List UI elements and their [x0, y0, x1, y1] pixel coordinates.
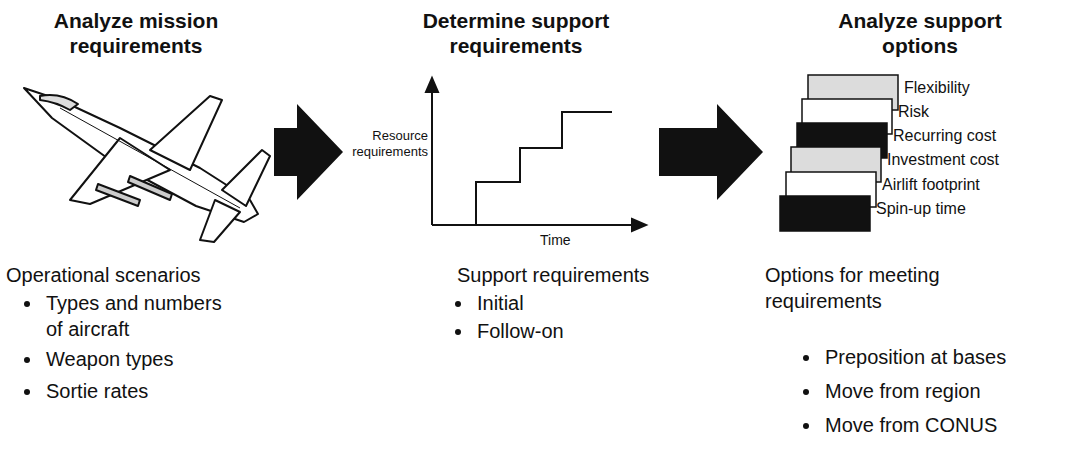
bullet-dot — [24, 301, 30, 307]
section-label: Operational scenarios — [6, 262, 266, 288]
bullet-dot — [455, 329, 461, 335]
axis-label: Resource requirements — [346, 128, 428, 160]
bullet-item: Move from CONUS — [825, 412, 1080, 438]
section-label: Options for meeting requirements — [765, 262, 1015, 314]
bullet-dot — [24, 357, 30, 363]
column-heading: Determine support requirements — [401, 8, 631, 58]
bullet-item: Follow-on — [477, 318, 647, 344]
axis-label: Time — [540, 232, 571, 249]
column-heading: Analyze support options — [820, 8, 1020, 58]
bullet-dot — [803, 355, 809, 361]
criterion-label: Recurring cost — [893, 126, 996, 145]
criterion-label: Airlift footprint — [882, 175, 980, 194]
block-arrow — [274, 104, 343, 200]
criterion-label: Risk — [898, 102, 929, 121]
bullet-item: Preposition at bases — [825, 344, 1080, 370]
column-heading: Analyze mission requirements — [26, 8, 246, 58]
column-group: Determine support requirementsSupport re… — [345, 0, 657, 352]
bullet-item: Initial — [477, 290, 647, 316]
bullet-dot — [24, 389, 30, 395]
bullet-dot — [455, 301, 461, 307]
block-arrow — [659, 104, 763, 200]
resource-chart — [426, 78, 646, 231]
column-group: Analyze support optionsOptions for meeti… — [765, 0, 1087, 446]
bullet-dot — [803, 423, 809, 429]
bullet-item: Weapon types — [46, 346, 266, 372]
jet-illustration — [24, 88, 270, 242]
section-label: Support requirements — [457, 262, 657, 288]
criterion-label: Spin-up time — [876, 199, 966, 218]
bullet-item: Sortie rates — [46, 378, 266, 404]
bullet-item: Move from region — [825, 378, 1080, 404]
criterion-label: Flexibility — [904, 78, 970, 97]
column-group: Analyze mission requirementsOperational … — [0, 0, 272, 412]
bullet-dot — [803, 389, 809, 395]
criterion-label: Investment cost — [887, 150, 999, 169]
bullet-item: Types and numbers of aircraft — [46, 290, 242, 342]
